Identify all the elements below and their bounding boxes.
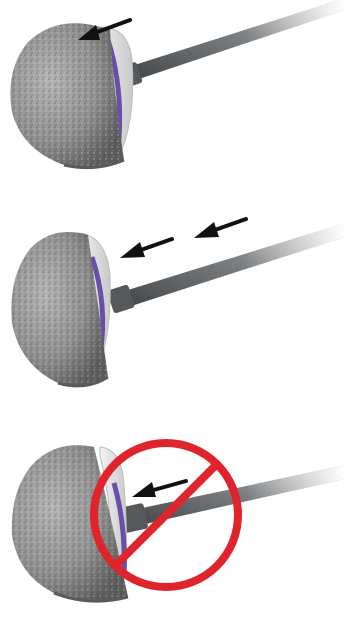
direction-arrow-icon: [132, 481, 186, 497]
direction-arrow-icon: [194, 219, 246, 238]
impactor-handle: [117, 0, 345, 89]
direction-arrow-icon: [120, 239, 172, 258]
panel-step-2: [0, 205, 345, 415]
panel-step-3: [0, 425, 345, 621]
panel-step-1: [0, 0, 345, 185]
impactor-handle: [107, 223, 345, 314]
acetabular-shell: [10, 23, 124, 167]
